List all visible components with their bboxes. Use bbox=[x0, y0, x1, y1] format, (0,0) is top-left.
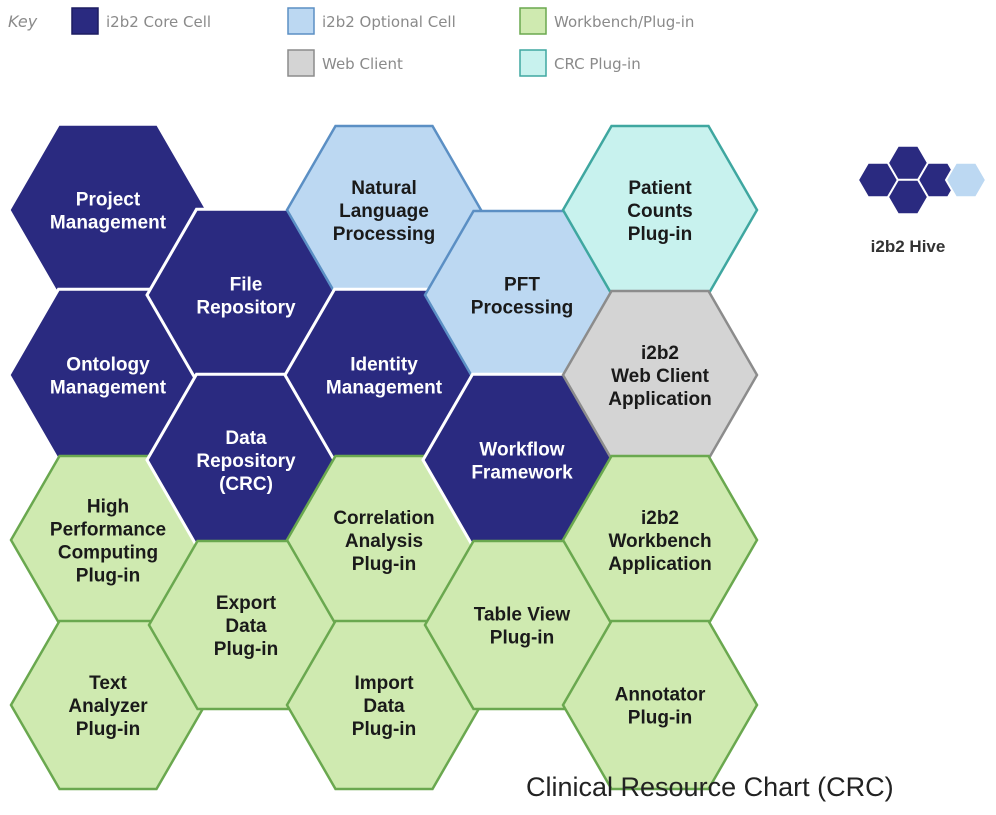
cell-label: Management bbox=[50, 378, 167, 399]
cell-label: Application bbox=[608, 389, 711, 410]
cell-label: Management bbox=[50, 213, 167, 234]
cell-label: Application bbox=[608, 554, 711, 575]
cell-label: Project bbox=[76, 190, 141, 211]
cell-label: Processing bbox=[471, 298, 573, 319]
cell-label: (CRC) bbox=[219, 474, 273, 495]
legend-swatch-optional bbox=[287, 7, 315, 35]
legend-label-optional: i2b2 Optional Cell bbox=[322, 13, 456, 31]
cell-label: Plug-in bbox=[628, 708, 692, 729]
legend-label-plugin: Workbench/Plug-in bbox=[554, 13, 694, 31]
cell-label: Import bbox=[354, 673, 414, 694]
cell-label: Management bbox=[326, 378, 443, 399]
cell-label: Table View bbox=[474, 605, 571, 626]
legend: Key i2b2 Core Cell i2b2 Optional Cell Workb… bbox=[8, 7, 694, 77]
cell-label: Natural bbox=[351, 178, 416, 199]
cell-label: Correlation bbox=[333, 508, 434, 529]
legend-swatch-web bbox=[287, 49, 315, 77]
cell-label: Computing bbox=[58, 543, 158, 564]
cell-label: Framework bbox=[471, 463, 573, 484]
cell-label: Plug-in bbox=[352, 719, 416, 740]
cell-label: File bbox=[230, 275, 263, 296]
i2b2-hive-logo: i2b2 Hive bbox=[856, 144, 988, 256]
cell-label: Repository bbox=[196, 451, 296, 472]
legend-label-core: i2b2 Core Cell bbox=[106, 13, 211, 31]
cell-label: Plug-in bbox=[628, 224, 692, 245]
cell-label: Processing bbox=[333, 224, 435, 245]
cell-label: Export bbox=[216, 593, 277, 614]
hive-logo-hexagon bbox=[944, 161, 988, 199]
cell-label: Ontology bbox=[66, 355, 150, 376]
cell-label: Language bbox=[339, 201, 429, 222]
cell-label: Data bbox=[225, 616, 267, 637]
cell-hexagon bbox=[561, 619, 759, 791]
legend-title: Key bbox=[8, 12, 38, 31]
diagram-caption: Clinical Resource Chart (CRC) bbox=[526, 772, 894, 802]
cell-label: Annotator bbox=[615, 685, 706, 706]
cell-label: Identity bbox=[350, 355, 418, 376]
cell-label: i2b2 bbox=[641, 508, 679, 529]
cell-label: Analyzer bbox=[68, 696, 148, 717]
cell-label: Plug-in bbox=[214, 639, 278, 660]
cell-label: i2b2 bbox=[641, 343, 679, 364]
hive-label: i2b2 Hive bbox=[871, 237, 946, 256]
cell-label: PFT bbox=[504, 275, 540, 296]
cell-label: Repository bbox=[196, 298, 296, 319]
cell-label: High bbox=[87, 497, 129, 518]
cell-label: Workflow bbox=[479, 440, 564, 461]
cell-label: Performance bbox=[50, 520, 166, 541]
legend-swatch-core bbox=[71, 7, 99, 35]
legend-label-crc: CRC Plug-in bbox=[554, 55, 641, 73]
cell-label: Workbench bbox=[608, 531, 711, 552]
cell-label: Data bbox=[363, 696, 405, 717]
legend-swatch-plugin bbox=[519, 7, 547, 35]
cell-label: Text bbox=[89, 673, 127, 694]
cell-label: Data bbox=[225, 428, 267, 449]
cell-label: Analysis bbox=[345, 531, 423, 552]
cell-label: Plug-in bbox=[76, 719, 140, 740]
hive-logo-icon bbox=[856, 144, 988, 216]
cell-label: Plug-in bbox=[490, 628, 554, 649]
hive-logo-hexagon bbox=[886, 178, 930, 216]
cell-label: Counts bbox=[627, 201, 692, 222]
cell-label: Plug-in bbox=[352, 554, 416, 575]
legend-swatch-crc bbox=[519, 49, 547, 77]
legend-label-web: Web Client bbox=[322, 55, 403, 73]
cell-label: Web Client bbox=[611, 366, 709, 387]
hive-cells: ProjectManagementOntologyManagementHighP… bbox=[7, 122, 759, 791]
cell-label: Plug-in bbox=[76, 566, 140, 587]
cell-label: Patient bbox=[628, 178, 692, 199]
